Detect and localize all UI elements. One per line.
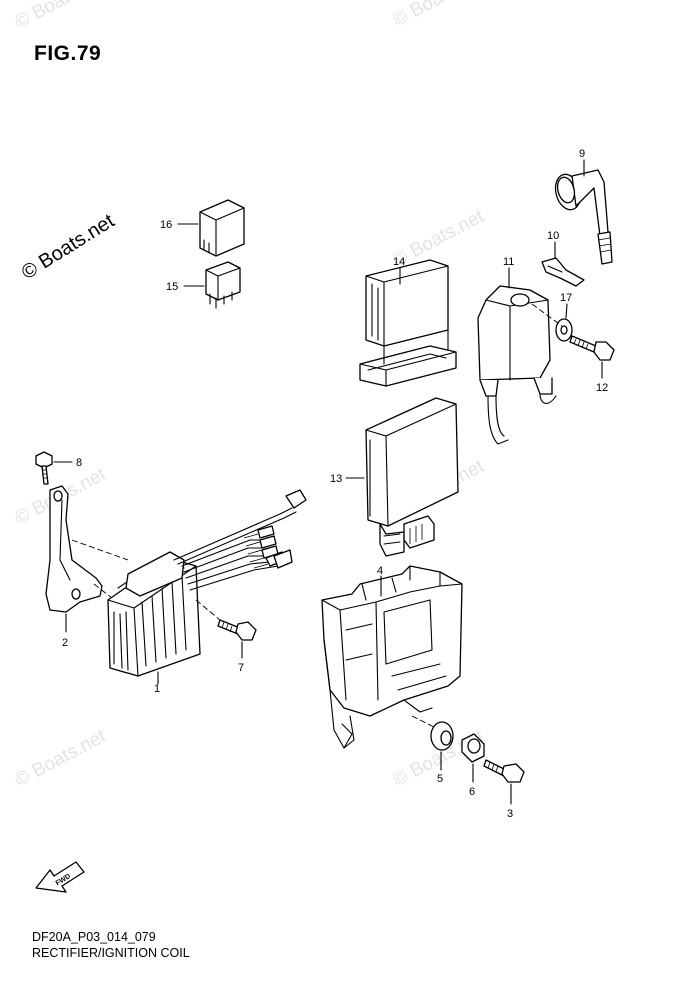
callout-2: 2 [62,637,68,649]
part-2-bracket [45,485,103,613]
callout-4: 4 [377,565,383,577]
callout-9: 9 [579,148,585,160]
diagram-caption: RECTIFIER/IGNITION COIL [32,946,190,960]
figure-title: FIG.79 [34,42,102,65]
part-4-case [321,565,463,749]
callout-11: 11 [503,256,514,268]
part-15-relay [205,261,241,309]
callout-6: 6 [469,786,475,798]
part-3-bolt [483,759,525,783]
callout-12: 12 [596,382,608,394]
callout-10: 10 [547,230,559,242]
callout-17: 17 [560,292,572,304]
alignment-line [411,715,437,729]
callout-15: 15 [166,281,178,293]
part-1-rectifier [107,489,307,677]
part-14-cover [359,259,457,387]
diagram-code: DF20A_P03_014_079 [32,930,156,944]
part-7-bolt [217,619,257,641]
part-8-bolt [35,451,53,485]
alignment-line [195,599,221,621]
alignment-line [531,303,563,327]
alignment-line [71,539,129,561]
part-13-cdi-unit [365,397,459,557]
part-9-plug-cap [554,169,613,265]
callout-3: 3 [507,808,513,820]
part-16-relay [199,199,245,257]
callout-8: 8 [76,457,82,469]
alignment-line [93,583,113,599]
part-17-washer [555,318,573,342]
callout-13: 13 [330,473,342,485]
callout-1: 1 [154,683,160,695]
part-10-clip [541,257,585,287]
part-6-collar [461,733,485,763]
part-5-grommet [430,721,454,751]
callout-16: 16 [160,219,172,231]
callout-5: 5 [437,773,443,785]
leader-17 [565,303,568,319]
fwd-arrow-icon: FWD [35,861,85,893]
callout-14: 14 [393,256,405,268]
part-11-ignition-coil [477,285,557,445]
callout-7: 7 [238,662,244,674]
part-12-bolt [569,335,615,361]
